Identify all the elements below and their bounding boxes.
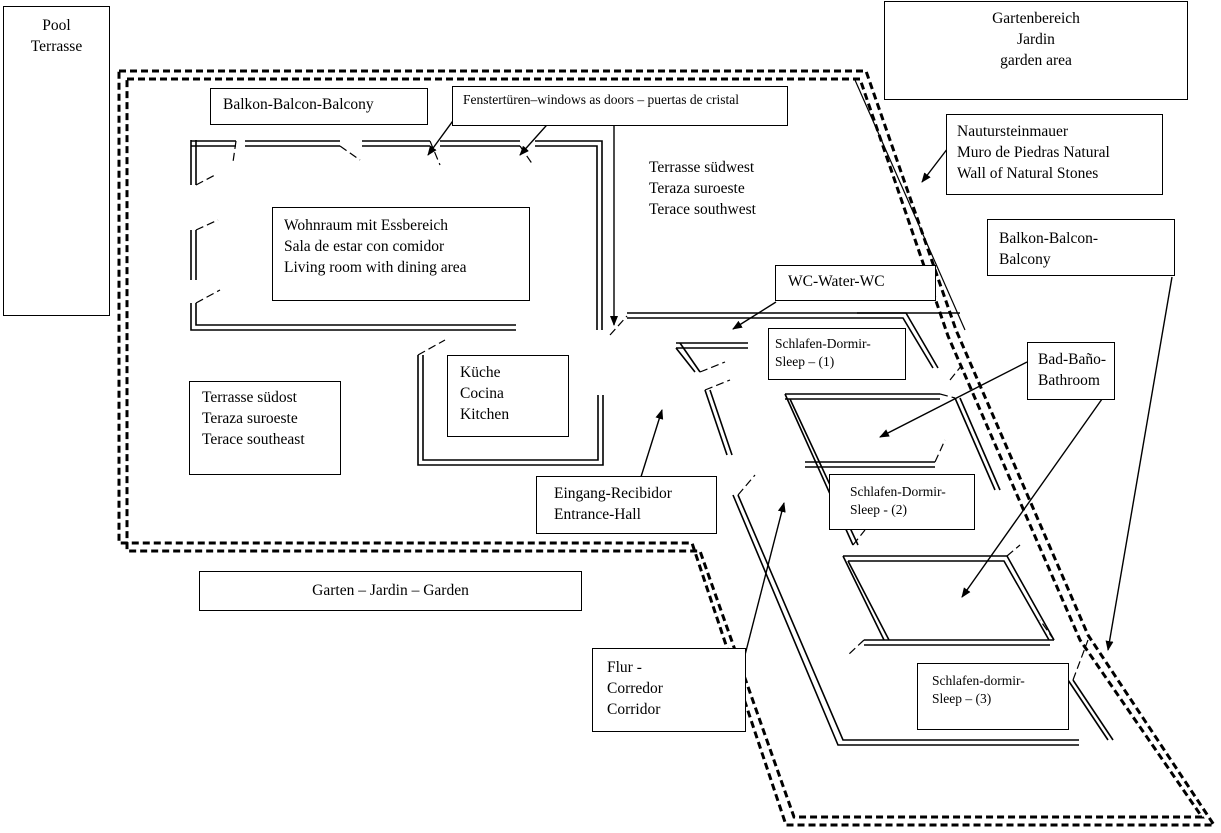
balcony-right-label: Balkon-Balcon- Balcony	[987, 219, 1175, 276]
kitchen-label: Küche Cocina Kitchen	[447, 355, 569, 437]
balcony-top-label: Balkon-Balcon-Balcony	[210, 88, 428, 125]
bathroom-label: Bad-Baño- Bathroom	[1027, 342, 1115, 400]
garden-wall-line	[854, 79, 966, 331]
door-swings	[195, 140, 1089, 681]
terrace-southeast-label: Terrasse südost Teraza suroeste Terace s…	[189, 381, 341, 475]
terrace-southwest-label: Terrasse südwest Teraza suroeste Terace …	[649, 159, 756, 218]
pointer-arrows	[427, 107, 1173, 656]
pool-terrace-label: Pool Terrasse	[3, 6, 110, 316]
wc-label: WC-Water-WC	[775, 265, 936, 301]
windows-label: Fenstertüren–windows as doors – puertas …	[452, 86, 788, 126]
entrance-hall-label: Eingang-Recibidor Entrance-Hall	[536, 476, 717, 534]
property-boundary	[117, 69, 1217, 827]
sleep-2-label: Schlafen-Dormir- Sleep - (2)	[829, 474, 975, 530]
living-room-label: Wohnraum mit Essbereich Sala de estar co…	[272, 207, 530, 301]
corridor-label: Flur - Corredor Corridor	[592, 648, 746, 732]
garden-label: Garten – Jardin – Garden	[199, 571, 582, 611]
sleep-3-label: Schlafen-dormir- Sleep – (3)	[917, 663, 1069, 730]
stone-wall-label: Nautursteinmauer Muro de Piedras Natural…	[946, 114, 1163, 195]
garden-area-label: Gartenbereich Jardin garden area	[884, 1, 1188, 100]
sleep-1-label: Schlafen-Dormir- Sleep – (1)	[768, 328, 906, 380]
